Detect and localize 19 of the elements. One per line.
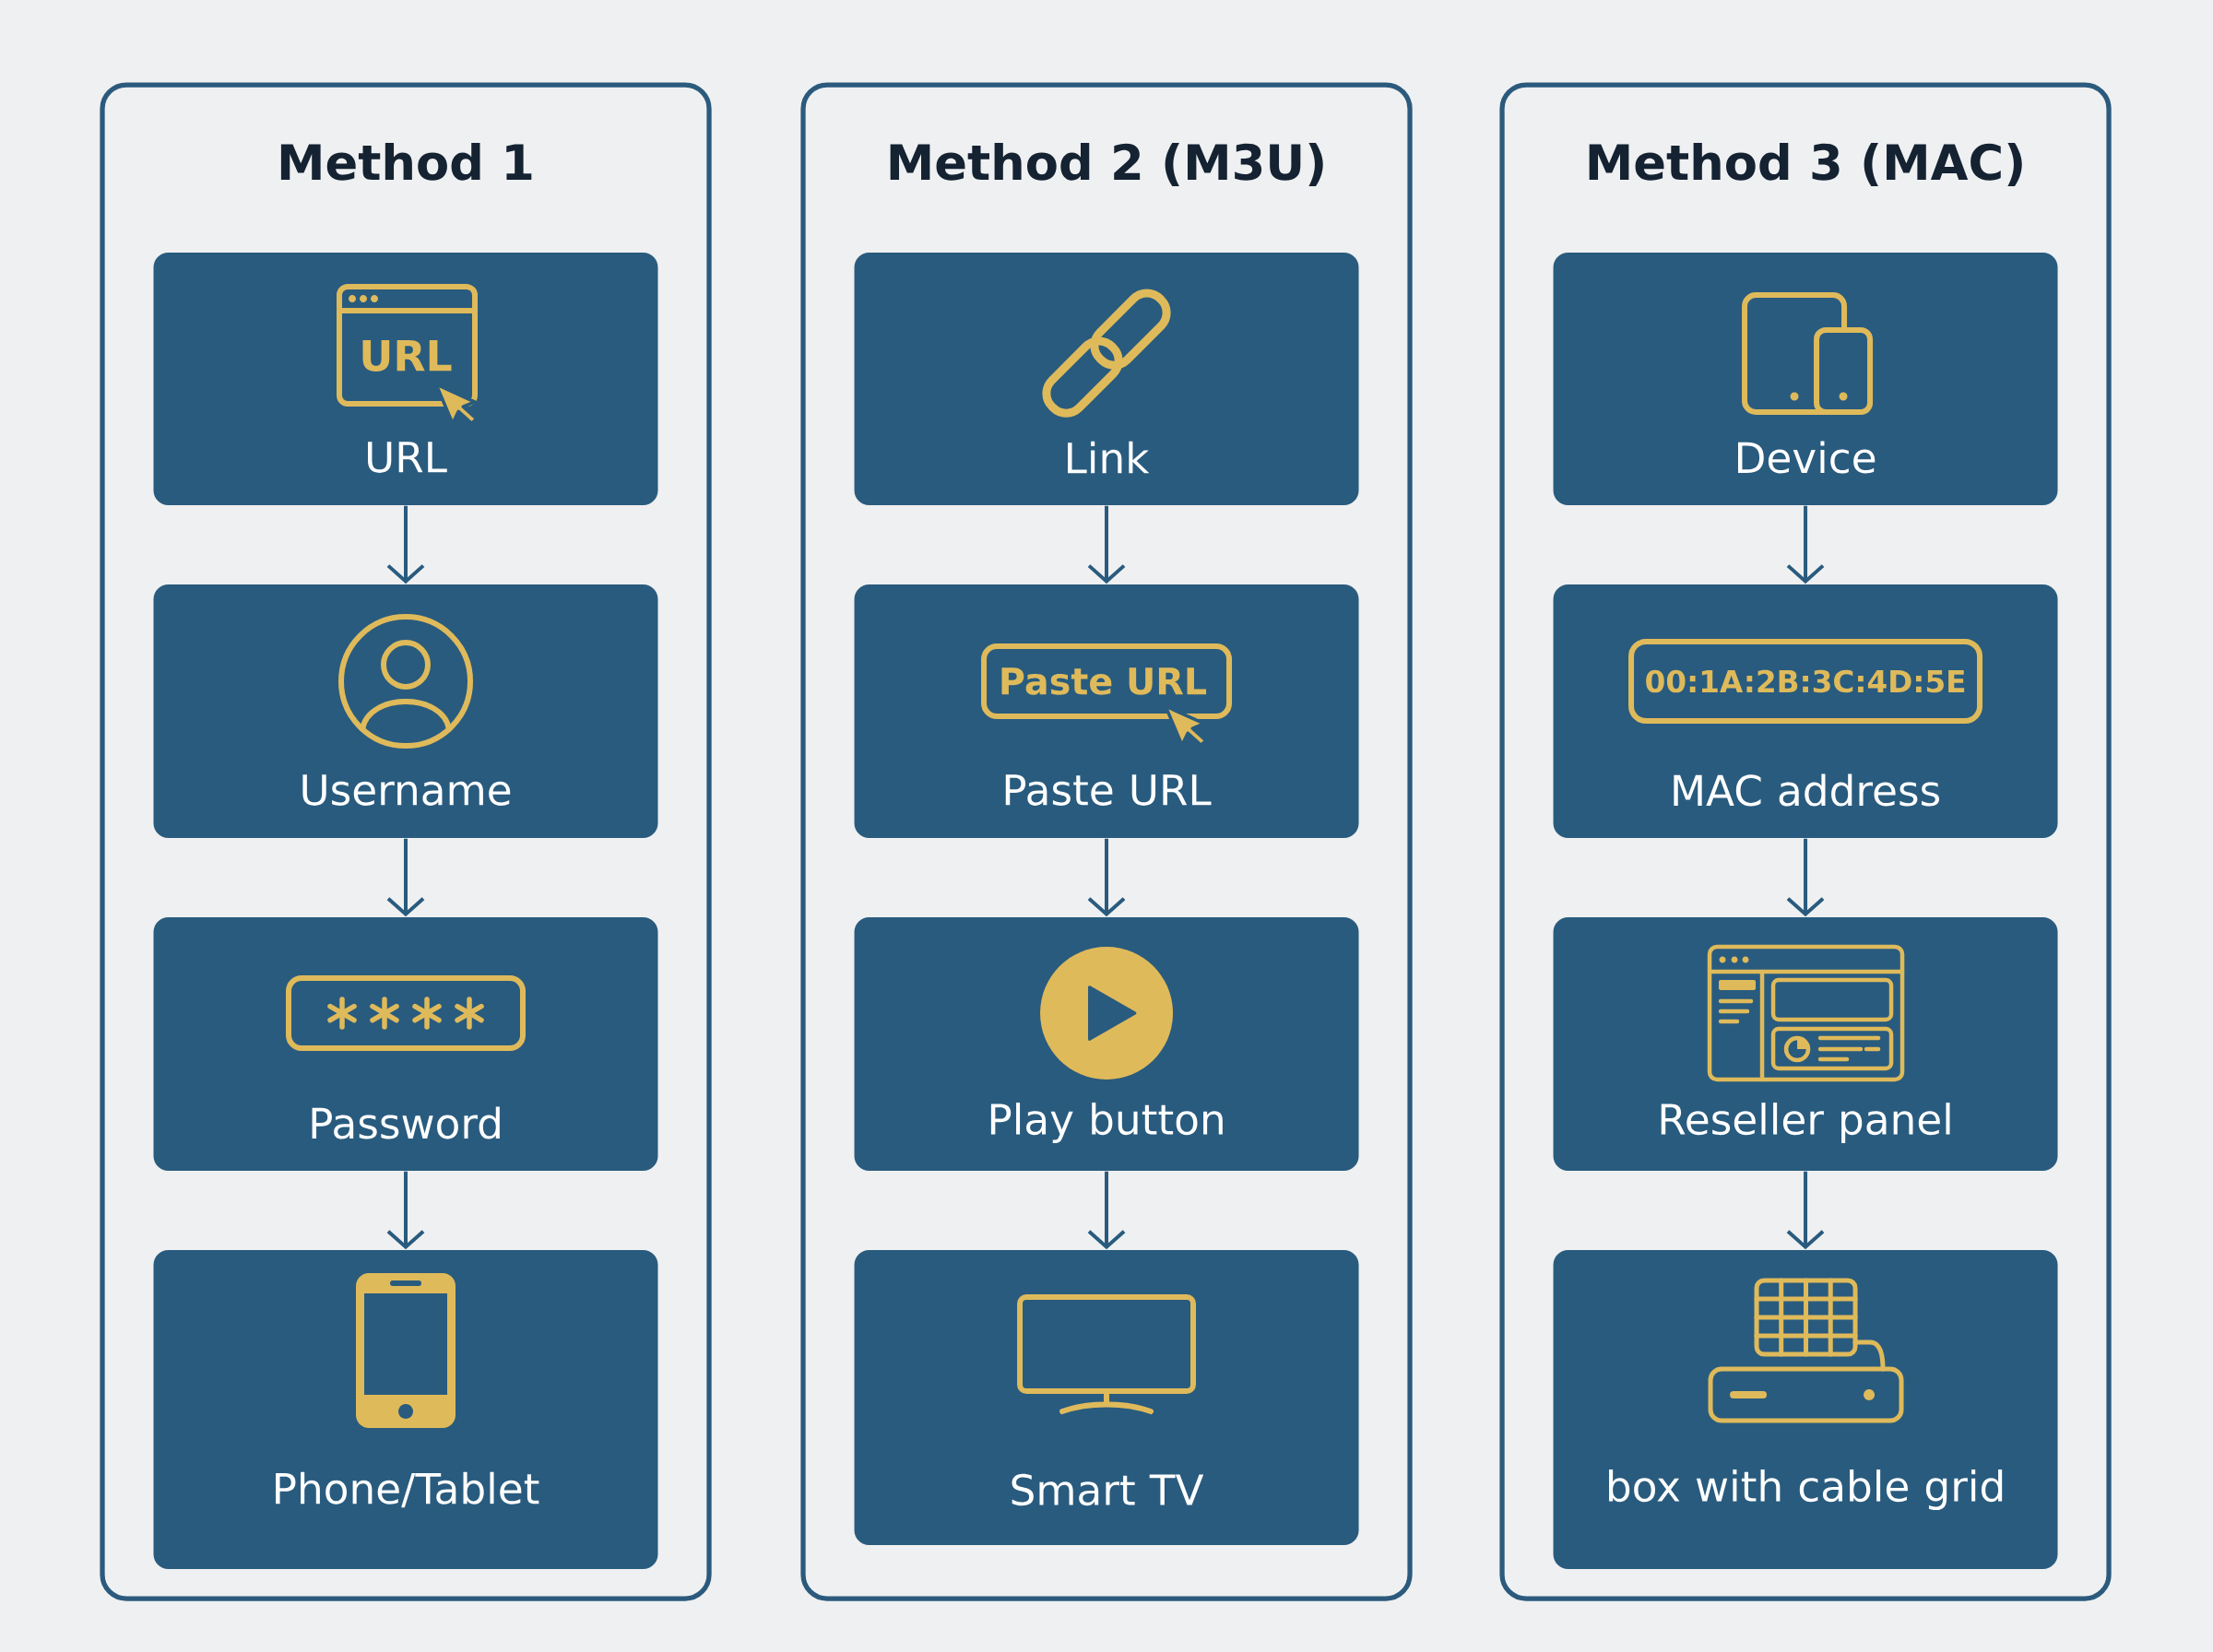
arrow [1786, 505, 1825, 584]
arrow [386, 505, 425, 584]
arrow [386, 838, 425, 917]
step-box: Smart TV [854, 1250, 1359, 1546]
step-box: Phone/Tablet [153, 1250, 658, 1570]
paste-button: Paste URL [981, 643, 1233, 748]
arrow [386, 1171, 425, 1250]
arrow [1786, 838, 1825, 917]
step-box: box with cable grid [1553, 1250, 2058, 1570]
step-box: Link [854, 253, 1359, 505]
mac-address-field: 00:1A:2B:3C:4D:5E [1628, 639, 1983, 725]
step-box: Password [153, 917, 658, 1172]
arrow [1087, 838, 1126, 917]
step-box: Reseller panel [1553, 917, 2058, 1172]
step-box: Username [153, 584, 658, 839]
arrow [1087, 505, 1126, 584]
arrow [1786, 1171, 1825, 1250]
arrow [1087, 1171, 1126, 1250]
step-box: Device [1553, 253, 2058, 505]
